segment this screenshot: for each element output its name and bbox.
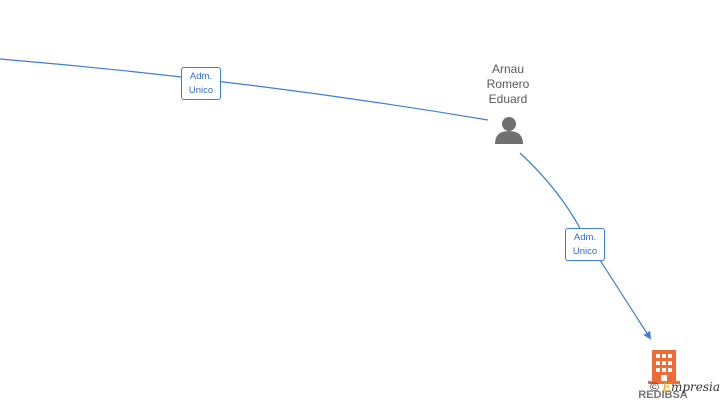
edge-label-2-line-2: Unico (572, 246, 598, 257)
edge-label-1[interactable]: Adm. Unico (181, 67, 221, 100)
edge-line-1 (0, 58, 489, 121)
person-name-line-1: Arnau (491, 62, 525, 76)
company-name[interactable]: REDIBSA (638, 389, 688, 401)
watermark: © Empresia (650, 380, 720, 394)
person-icon[interactable] (495, 117, 523, 144)
edge-label-2-line-1: Adm. (573, 232, 597, 243)
copyright-symbol: © (650, 380, 659, 394)
person-name[interactable]: Arnau Romero Eduard (468, 62, 548, 107)
person-name-line-3: Eduard (488, 92, 528, 106)
brand-name: mpresia (670, 380, 721, 394)
edge-label-1-line-1: Adm. (189, 71, 213, 82)
person-name-line-2: Romero (486, 77, 530, 91)
brand-initial: E (662, 380, 671, 394)
building-icon[interactable] (648, 350, 680, 384)
edge-label-2[interactable]: Adm. Unico (565, 228, 605, 261)
edge-label-1-line-2: Unico (188, 85, 214, 96)
